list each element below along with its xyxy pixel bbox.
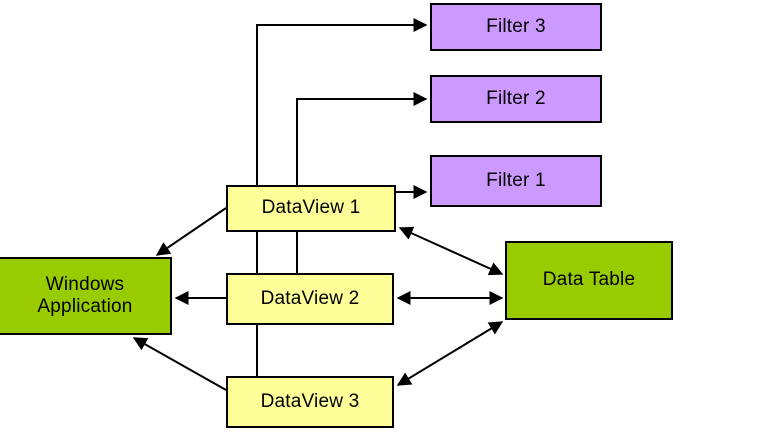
node-filter-1-label: Filter 1 (486, 169, 546, 191)
node-dataview-1[interactable]: DataView 1 (226, 185, 396, 232)
edge-dataview1-to-filter3 (256, 18, 428, 232)
node-filter-3-label: Filter 3 (486, 15, 546, 37)
node-dataview-2-label: DataView 2 (260, 287, 360, 309)
node-dataview-3-label: DataView 3 (260, 390, 360, 412)
edge-dataview3-to-winapp (132, 337, 227, 391)
node-filter-2[interactable]: Filter 2 (430, 75, 602, 123)
edge-dataview1-to-winapp (155, 207, 227, 256)
edge-dataview3-datatable (396, 321, 504, 386)
node-dataview-2[interactable]: DataView 2 (226, 273, 394, 325)
node-windows-application-label: Windows Application (37, 273, 133, 317)
node-filter-1[interactable]: Filter 1 (430, 155, 602, 207)
node-data-table[interactable]: Data Table (505, 241, 673, 320)
node-data-table-label: Data Table (542, 269, 636, 291)
edge-dataview1-datatable (398, 226, 504, 276)
node-dataview-3[interactable]: DataView 3 (226, 376, 394, 428)
node-filter-2-label: Filter 2 (486, 87, 546, 109)
node-dataview-1-label: DataView 1 (261, 197, 361, 219)
node-windows-application[interactable]: Windows Application (0, 257, 172, 335)
node-filter-3[interactable]: Filter 3 (430, 3, 602, 51)
